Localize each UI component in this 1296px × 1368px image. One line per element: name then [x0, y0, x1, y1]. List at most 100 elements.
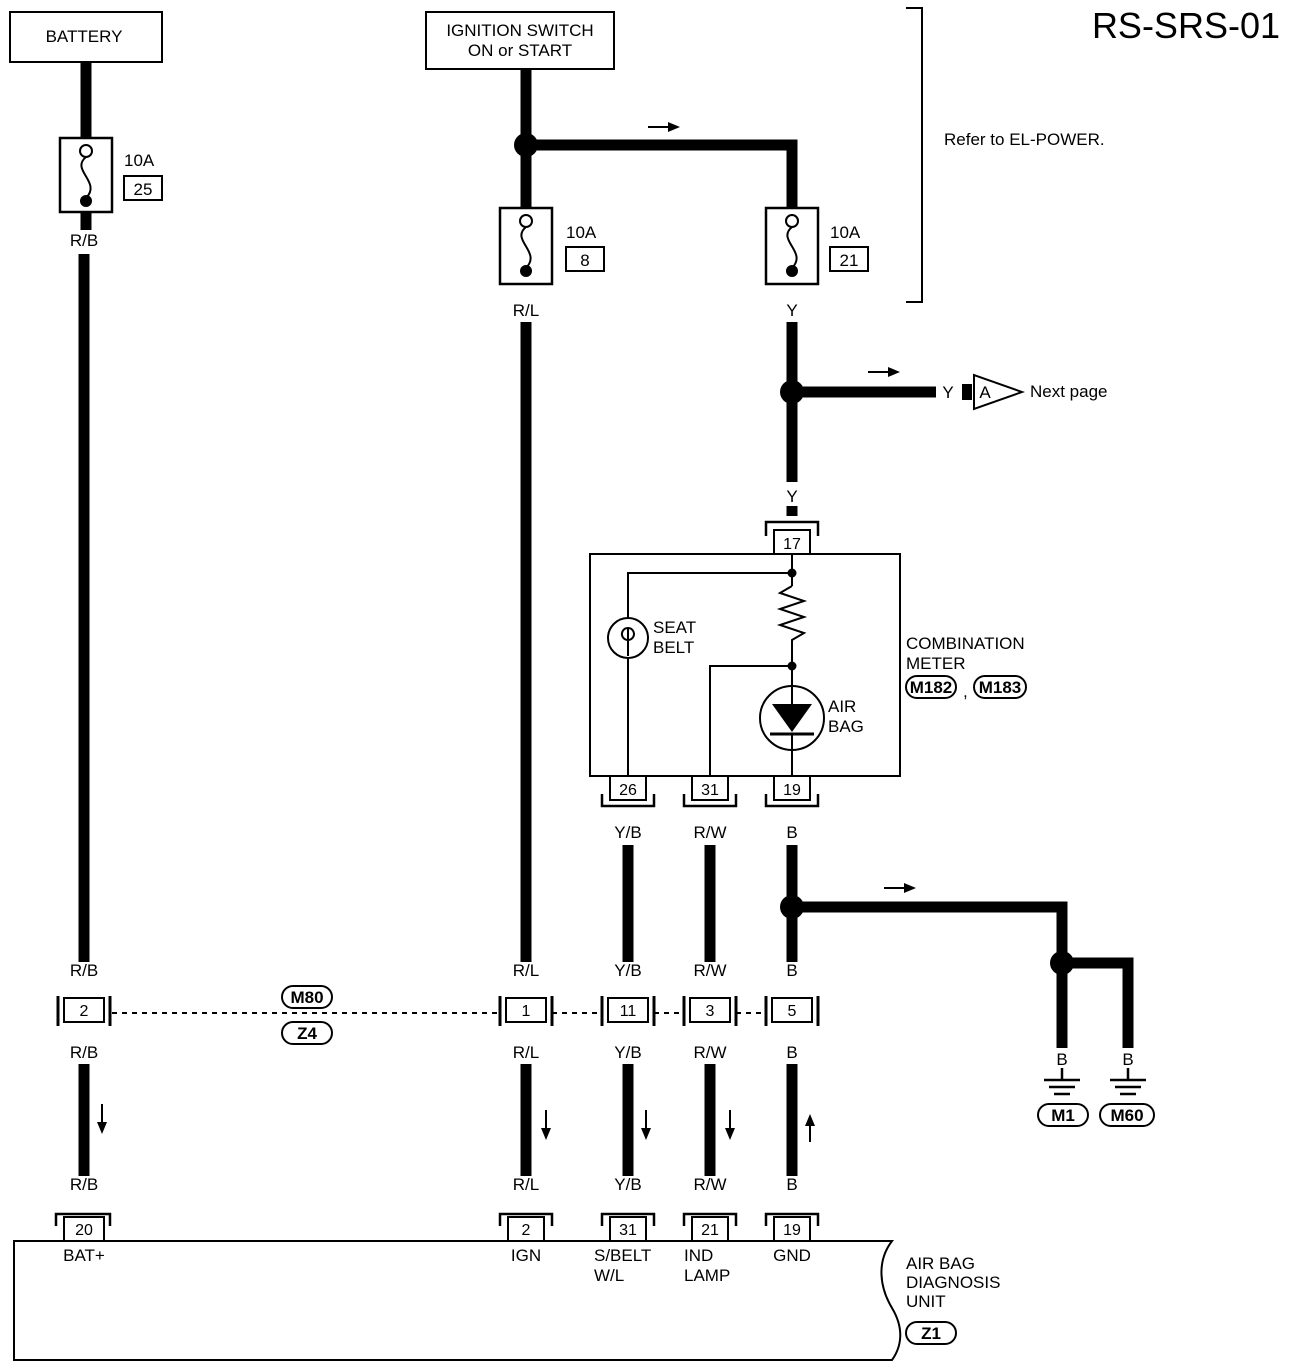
joint-pin-3-label: 3	[706, 1003, 715, 1020]
fuse-8: 10A 8	[498, 206, 605, 286]
unit-terminal-ind-1: IND	[684, 1246, 713, 1265]
fuse-8-rating: 10A	[566, 223, 597, 242]
unit-terminal-sbelt-2: W/L	[594, 1266, 624, 1285]
wire-label-rw-4: R/W	[693, 1175, 726, 1194]
wire-ignition-fuse21	[526, 139, 798, 208]
wire-label-rl-4: R/L	[513, 1175, 539, 1194]
current-flow-arrows	[97, 122, 916, 1142]
ground-m1: M1	[1037, 1068, 1089, 1127]
arrow-down-icon	[725, 1110, 735, 1140]
unit-label-2: DIAGNOSIS	[906, 1273, 1000, 1292]
unit-pin-2: 2	[522, 1222, 531, 1239]
splice-ignition	[514, 133, 538, 157]
wire-label-rw-3: R/W	[693, 1043, 726, 1062]
wire-label-rw-2: R/W	[693, 961, 726, 980]
diagram-id: RS-SRS-01	[1092, 5, 1280, 46]
unit-connector-2: 2	[498, 1212, 554, 1242]
unit-connector-20: 20	[54, 1212, 112, 1242]
wire-label-rl-1: R/L	[513, 301, 539, 320]
meter-connector-code-2: M183	[979, 678, 1022, 697]
joint-pin-11-label: 11	[620, 1003, 637, 1020]
wire-color-labels: R/B R/L Y Y Y/B R/W B R/B R/L Y/B R/W B …	[70, 231, 1134, 1194]
unit-label-1: AIR BAG	[906, 1254, 975, 1273]
arrow-right-icon	[868, 367, 900, 377]
wire-ground-m1	[792, 901, 1068, 1048]
wire-label-rl-3: R/L	[513, 1043, 539, 1062]
meter-connector-19: 19	[764, 775, 820, 808]
battery-box: BATTERY	[9, 11, 163, 63]
joint-pin-3: 3	[682, 996, 738, 1026]
arrow-right-icon	[884, 883, 916, 893]
meter-label-2: METER	[906, 654, 966, 673]
arrow-right-icon	[648, 122, 680, 132]
unit-terminal-ind-2: LAMP	[684, 1266, 730, 1285]
meter-connector-31: 31	[682, 775, 738, 808]
wire-label-b-1: B	[786, 823, 797, 842]
wires	[78, 62, 1134, 1176]
meter-connector-code-1: M182	[910, 678, 953, 697]
air-bag-label-2: BAG	[828, 717, 864, 736]
wire-label-y-1: Y	[786, 301, 797, 320]
wire-label-rb-4: R/B	[70, 1175, 98, 1194]
wire-label-b-3: B	[786, 1043, 797, 1062]
meter-pin-17: 17	[783, 536, 801, 553]
unit-connector-code: Z1	[921, 1324, 941, 1343]
wire-label-rl-2: R/L	[513, 961, 539, 980]
meter-pin-26: 26	[619, 782, 637, 799]
fuse-21-rating: 10A	[830, 223, 861, 242]
unit-terminal-sbelt-1: S/BELT	[594, 1246, 651, 1265]
unit-pin-21: 21	[701, 1222, 719, 1239]
ignition-switch-box: IGNITION SWITCH ON or START	[425, 11, 615, 70]
seat-belt-label-2: BELT	[653, 638, 694, 657]
ground-m1-code: M1	[1051, 1106, 1075, 1125]
joint-connector-code-top: M80	[290, 988, 323, 1007]
joint-pin-11: 11	[600, 996, 656, 1026]
splice-ground-2	[1050, 951, 1074, 975]
wire-label-b-ground-1: B	[1056, 1050, 1067, 1069]
wire-label-yb-4: Y/B	[614, 1175, 641, 1194]
wire-ground-m60	[1062, 957, 1134, 1048]
wire-label-rw-1: R/W	[693, 823, 726, 842]
unit-connector-19: 19	[764, 1212, 820, 1242]
fuse-25: 10A 25	[58, 136, 163, 214]
unit-terminal-ign: IGN	[511, 1246, 541, 1265]
meter-label-1: COMBINATION	[906, 634, 1025, 653]
joint-pin-5: 5	[764, 996, 820, 1026]
ignition-label-line1: IGNITION SWITCH	[446, 21, 593, 40]
next-page-connector[interactable]: Y A Next page	[942, 373, 1108, 411]
fuse-21-number: 21	[840, 251, 859, 270]
arrow-down-icon	[97, 1104, 107, 1134]
meter-pin-19: 19	[783, 782, 801, 799]
next-page-label: Next page	[1030, 382, 1108, 401]
unit-pin-19: 19	[783, 1222, 801, 1239]
refer-note: Refer to EL-POWER.	[944, 130, 1105, 149]
unit-terminal-bat: BAT+	[63, 1246, 105, 1265]
ground-icon	[1110, 1068, 1146, 1096]
joint-connector: 2 1 11 3 5 M80 Z4	[56, 985, 820, 1045]
air-bag-label-1: AIR	[828, 697, 856, 716]
arrow-down-icon	[641, 1110, 651, 1140]
joint-pin-2: 2	[56, 996, 112, 1026]
wire-label-yb-2: Y/B	[614, 961, 641, 980]
unit-pin-20: 20	[75, 1222, 93, 1239]
ground-m60-code: M60	[1110, 1106, 1143, 1125]
joint-connector-code-bottom: Z4	[297, 1024, 317, 1043]
splice-y	[780, 380, 804, 404]
meter-connector-sep: ,	[963, 682, 968, 701]
seat-belt-lamp-icon	[607, 617, 649, 659]
ground-m60: M60	[1099, 1068, 1155, 1127]
combination-meter: 17 SEAT BELT AIR BAG	[589, 520, 1027, 808]
wire-label-rb-3: R/B	[70, 1043, 98, 1062]
unit-label-3: UNIT	[906, 1292, 946, 1311]
splice-ground	[780, 895, 804, 919]
wire-label-rb-1: R/B	[70, 231, 98, 250]
unit-connector-31: 31	[600, 1212, 656, 1242]
fuse-block-bracket	[906, 7, 923, 303]
fuse-25-rating: 10A	[124, 151, 155, 170]
wire-label-b-2: B	[786, 961, 797, 980]
joint-pin-5-label: 5	[788, 1003, 797, 1020]
fuse-25-number: 25	[134, 180, 153, 199]
wire-label-yb-3: Y/B	[614, 1043, 641, 1062]
battery-label: BATTERY	[46, 27, 123, 46]
